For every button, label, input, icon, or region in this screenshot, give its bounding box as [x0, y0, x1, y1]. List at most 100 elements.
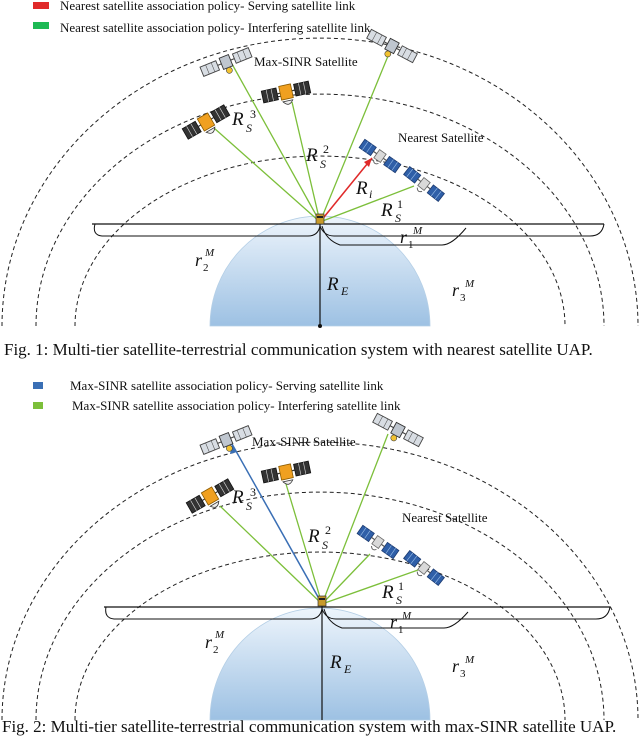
- svg-text:S: S: [246, 499, 252, 513]
- svg-text:3: 3: [250, 107, 256, 121]
- label-r1: r 1 M: [400, 225, 423, 251]
- svg-text:R: R: [381, 582, 394, 603]
- svg-text:2: 2: [323, 142, 329, 156]
- link-max-sinr: [231, 63, 321, 223]
- link-tier3-right: [319, 55, 389, 223]
- legend-swatch-interfering: [33, 22, 49, 29]
- satellite-tier3-right: [362, 27, 419, 70]
- legend-interfering-text: Max-SINR satellite association policy- I…: [72, 398, 401, 413]
- satellite-nearest: [354, 524, 400, 563]
- svg-text:R: R: [329, 652, 342, 673]
- figure-1: Nearest satellite association policy- Se…: [1, 0, 639, 359]
- label-nearest: Nearest Satellite: [402, 510, 488, 525]
- label-r2: r 2 M: [195, 247, 215, 274]
- legend-interfering-text: Nearest satellite association policy- In…: [60, 20, 371, 35]
- label-r1: r 1 M: [390, 610, 412, 636]
- orbit-tier-1: [74, 155, 566, 327]
- satellite-tier3-mid: [260, 79, 313, 110]
- svg-text:1: 1: [408, 239, 414, 251]
- label-r2: r 2 M: [205, 629, 225, 656]
- svg-text:1: 1: [397, 197, 403, 211]
- svg-text:2: 2: [325, 523, 331, 537]
- label-rs2: R S 2: [307, 523, 331, 552]
- link-tier3-mid: [291, 101, 321, 223]
- label-re: R E: [326, 274, 349, 298]
- svg-text:M: M: [214, 629, 225, 641]
- satellite-tier3-left: [185, 477, 238, 520]
- legend-swatch-serving: [33, 2, 49, 9]
- link-nearest: [321, 553, 371, 605]
- label-rs2: R S 2: [305, 142, 329, 171]
- label-rs1: R S 1: [381, 579, 404, 607]
- earth: [209, 607, 431, 721]
- label-rs1: R S 1: [380, 197, 403, 225]
- svg-text:R: R: [307, 526, 320, 547]
- svg-text:3: 3: [460, 292, 466, 304]
- orbit-arcs: [1, 37, 639, 327]
- svg-text:2: 2: [213, 644, 219, 656]
- svg-text:r: r: [195, 250, 203, 270]
- interfering-links: [213, 55, 415, 223]
- orbit-arcs: [1, 441, 639, 721]
- link-tier1-right: [321, 569, 419, 605]
- satellite-max-sinr: [199, 46, 256, 84]
- r1-brace: [323, 608, 469, 629]
- orbit-tier-1: [74, 551, 566, 721]
- label-r3: r 3 M: [452, 278, 475, 304]
- link-tier3-mid: [285, 483, 323, 605]
- svg-text:1: 1: [398, 579, 404, 593]
- r3-brace: [319, 223, 605, 237]
- r2-brace: [93, 223, 321, 237]
- orbit-tier-2: [35, 491, 605, 721]
- svg-text:R: R: [305, 145, 318, 166]
- svg-text:M: M: [464, 278, 475, 290]
- r3-brace: [321, 606, 611, 620]
- satellite-nearest: [356, 138, 402, 177]
- legend-serving-text: Max-SINR satellite association policy- S…: [70, 378, 384, 393]
- label-ri: R i: [355, 178, 372, 201]
- svg-text:R: R: [380, 200, 393, 221]
- user-terminal: [317, 595, 327, 607]
- figure-2: Max-SINR satellite association policy- S…: [0, 372, 640, 739]
- r1-brace: [321, 225, 467, 246]
- svg-text:i: i: [369, 187, 372, 201]
- legend-swatch-serving: [33, 382, 43, 389]
- r2-brace: [105, 606, 323, 620]
- label-max-sinr: Max-SINR Satellite: [254, 54, 358, 69]
- svg-text:S: S: [246, 121, 252, 135]
- orbit-tier-3: [1, 441, 639, 721]
- svg-text:S: S: [395, 211, 401, 225]
- label-rs3: R S 3: [231, 107, 256, 135]
- legend-serving-text: Nearest satellite association policy- Se…: [60, 0, 356, 13]
- svg-text:r: r: [390, 612, 398, 632]
- svg-text:1: 1: [398, 624, 404, 636]
- label-rs3: R S 3: [231, 485, 256, 513]
- svg-text:r: r: [205, 632, 213, 652]
- link-tier3-right: [321, 433, 389, 605]
- svg-text:r: r: [452, 656, 460, 676]
- svg-text:R: R: [231, 487, 244, 508]
- serving-link-arrowhead: [364, 158, 372, 167]
- svg-text:r: r: [452, 280, 460, 300]
- link-tier1-right: [319, 185, 415, 223]
- svg-text:M: M: [204, 247, 215, 259]
- svg-text:r: r: [400, 227, 408, 247]
- label-max-sinr: Max-SINR Satellite: [252, 434, 356, 449]
- svg-text:S: S: [396, 593, 402, 607]
- svg-text:E: E: [340, 284, 349, 298]
- svg-text:M: M: [464, 654, 475, 666]
- svg-text:S: S: [320, 157, 326, 171]
- svg-text:M: M: [412, 225, 423, 237]
- link-tier3-left: [219, 505, 323, 605]
- orbit-tier-3: [1, 37, 639, 327]
- label-r3: r 3 M: [452, 654, 475, 680]
- serving-link-nearest: [319, 157, 373, 223]
- svg-text:R: R: [355, 178, 368, 199]
- svg-text:S: S: [322, 538, 328, 552]
- svg-text:2: 2: [203, 262, 209, 274]
- svg-text:3: 3: [250, 485, 256, 499]
- user-terminal: [315, 213, 325, 225]
- serving-link-max-sinr: [231, 443, 323, 605]
- svg-text:R: R: [326, 274, 339, 295]
- svg-text:E: E: [343, 662, 352, 676]
